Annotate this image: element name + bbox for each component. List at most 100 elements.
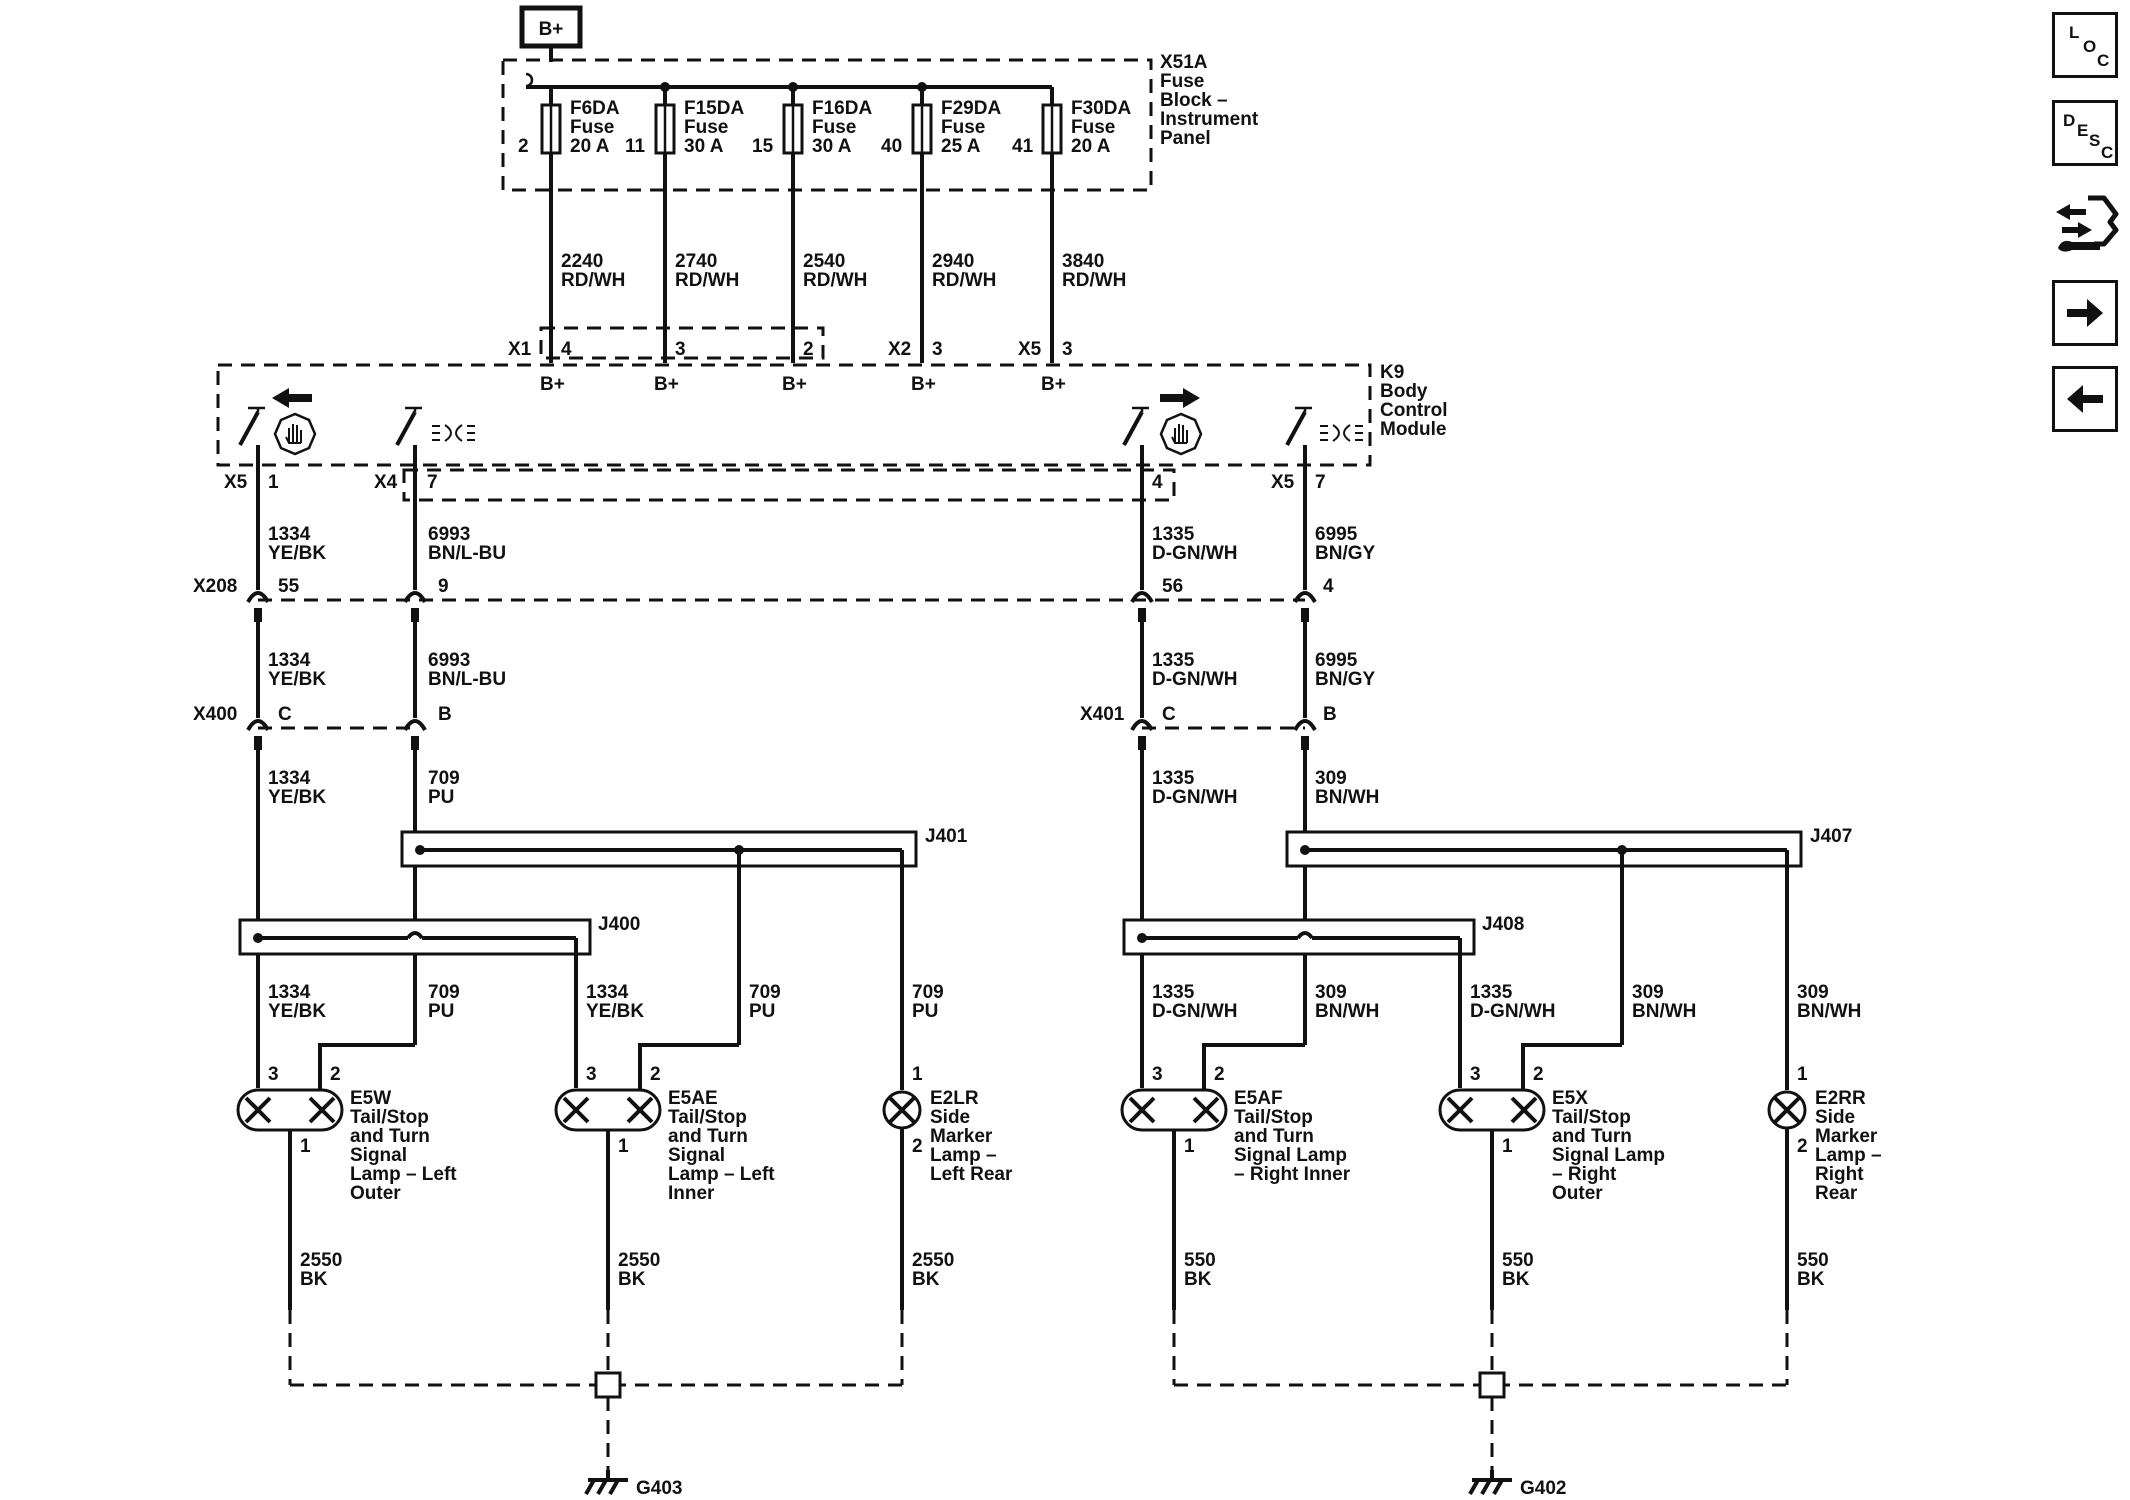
lamp-label-line: Signal <box>350 1145 407 1166</box>
inline-connector-label: X400 <box>193 704 237 725</box>
wire-color: D-GN/WH <box>1470 1001 1555 1022</box>
wire-circuit: 1335 <box>1152 768 1195 789</box>
bcm-switch-left-turn <box>238 388 317 470</box>
splice-label: J407 <box>1810 826 1852 847</box>
wire-color: D-GN/WH <box>1152 1001 1237 1022</box>
wire-color: RD/WH <box>675 270 739 291</box>
previous-page-button[interactable] <box>2052 366 2118 432</box>
splice-j407: J407 <box>1285 826 1852 868</box>
wire-color: YE/BK <box>268 787 326 808</box>
bcm-supply-label: B+ <box>654 374 679 395</box>
description-button[interactable]: D E S C <box>2052 100 2118 166</box>
lamp-label-line: Lamp – <box>930 1145 997 1166</box>
bcm-supply-label: B+ <box>540 374 565 395</box>
connector-repair-button[interactable] <box>2052 188 2122 258</box>
lamp-label-line: E5AF <box>1234 1088 1283 1109</box>
lamp-e5w: 3 2 1 E5W Tail/Stop and Turn Signal Lamp… <box>236 1064 457 1204</box>
tail-lamp-icon <box>1320 424 1363 442</box>
fuse-rating: 20 A <box>1071 136 1111 157</box>
splice-j400: J400 <box>238 914 640 956</box>
inline-connector-x400: X400 C B <box>193 704 452 750</box>
fuse-rating: 20 A <box>570 136 610 157</box>
fuse-name: F16DA <box>812 98 872 119</box>
fuse-name: F15DA <box>684 98 744 119</box>
wire-circuit: 6995 <box>1315 524 1358 545</box>
lamp-label-line: Outer <box>350 1183 401 1204</box>
inline-connector-x401: X401 C B <box>1080 704 1337 750</box>
wire-color: BN/GY <box>1315 669 1376 690</box>
hazard-hand-icon <box>1159 412 1203 456</box>
wire-color: RD/WH <box>803 270 867 291</box>
lamp-label-line: E5W <box>350 1088 391 1109</box>
next-page-button[interactable] <box>2052 280 2118 346</box>
lamp-pin: 2 <box>1797 1136 1808 1157</box>
lamp-pin: 3 <box>586 1064 597 1085</box>
lamp-label-line: Tail/Stop <box>1552 1107 1631 1128</box>
fuse-pin: 40 <box>881 136 902 157</box>
inline-pin: C <box>278 704 292 725</box>
bcm-connector-label: X2 <box>888 339 911 360</box>
fuse-rating: 25 A <box>941 136 981 157</box>
wire-circuit: 309 <box>1632 982 1664 1003</box>
wire-color: D-GN/WH <box>1152 543 1237 564</box>
loc-letter: O <box>2083 37 2097 56</box>
wire-color: BK <box>1502 1269 1530 1290</box>
bcm-name-line: Module <box>1380 419 1447 440</box>
lamp-pin: 3 <box>1470 1064 1481 1085</box>
bcm-supply-label: B+ <box>782 374 807 395</box>
lamp-pin: 2 <box>1533 1064 1544 1085</box>
bcm-name-line: Body <box>1380 381 1428 402</box>
desc-letter: E <box>2077 121 2089 140</box>
lamp-label-line: Lamp – Left <box>350 1164 457 1185</box>
bcm-connector-label: X5 <box>1271 472 1295 493</box>
ground-label: G403 <box>636 1478 682 1499</box>
wire-circuit: 2740 <box>675 251 717 272</box>
wire-circuit: 309 <box>1315 768 1347 789</box>
bcm-connector-label: X5 <box>224 472 248 493</box>
wire-circuit: 2550 <box>618 1250 660 1271</box>
location-button[interactable]: L O C <box>2052 12 2118 78</box>
wire-color: YE/BK <box>268 1001 326 1022</box>
bcm-switch-tail-left <box>395 406 475 470</box>
wire-circuit: 1334 <box>268 524 311 545</box>
lamp-label-line: Left Rear <box>930 1164 1013 1185</box>
wire-circuit: 2940 <box>932 251 974 272</box>
lamp-label-line: Inner <box>668 1183 715 1204</box>
wire-color: YE/BK <box>268 669 326 690</box>
lamp-label-line: Lamp – Left <box>668 1164 775 1185</box>
fuse-type: Fuse <box>812 117 856 138</box>
ground-icon <box>584 1479 620 1495</box>
battery-label: B+ <box>539 19 564 40</box>
lamp-label-line: E5X <box>1552 1088 1588 1109</box>
fuse-block-name-line: Block – <box>1160 90 1228 111</box>
fuse-f6da: F6DA Fuse 20 A 2 <box>518 87 620 157</box>
wire-circuit: 709 <box>428 982 460 1003</box>
wire-color: BK <box>1184 1269 1212 1290</box>
fuse-type: Fuse <box>1071 117 1115 138</box>
wire-circuit: 6993 <box>428 524 470 545</box>
fuse-block-x51a: X51A Fuse Block – Instrument Panel F6DA … <box>501 52 1259 192</box>
inline-pin: 9 <box>438 576 449 597</box>
lamp-label-line: Signal Lamp <box>1234 1145 1347 1166</box>
lamp-label-line: and Turn <box>350 1126 430 1147</box>
fuse-pin: 15 <box>752 136 774 157</box>
wire-color: D-GN/WH <box>1152 669 1237 690</box>
lamp-label-line: E5AE <box>668 1088 718 1109</box>
wire-circuit: 1335 <box>1152 524 1195 545</box>
bcm-output-pins: X5 1 X4 7 4 X5 7 <box>224 472 1326 493</box>
lamp-label-line: Marker <box>930 1126 993 1147</box>
body-control-module-k9: K9 Body Control Module <box>216 362 1448 470</box>
wire-circuit: 709 <box>912 982 944 1003</box>
splice-label: J400 <box>598 914 640 935</box>
bcm-pin: 1 <box>268 472 279 493</box>
bcm-connector-label: X4 <box>374 472 398 493</box>
wire-circuit: 1334 <box>268 650 311 671</box>
bcm-switch-tail-right <box>1285 406 1363 470</box>
fuse-f29da: F29DA Fuse 25 A 40 <box>881 82 1001 157</box>
lamp-label-line: Marker <box>1815 1126 1878 1147</box>
fuse-block-name-line: Fuse <box>1160 71 1204 92</box>
wire-color: BK <box>300 1269 328 1290</box>
lamp-label-line: and Turn <box>1552 1126 1632 1147</box>
lamp-e5x: 3 2 1 E5X Tail/Stop and Turn Signal Lamp… <box>1438 1064 1665 1204</box>
lamp-pin: 1 <box>1502 1136 1513 1157</box>
